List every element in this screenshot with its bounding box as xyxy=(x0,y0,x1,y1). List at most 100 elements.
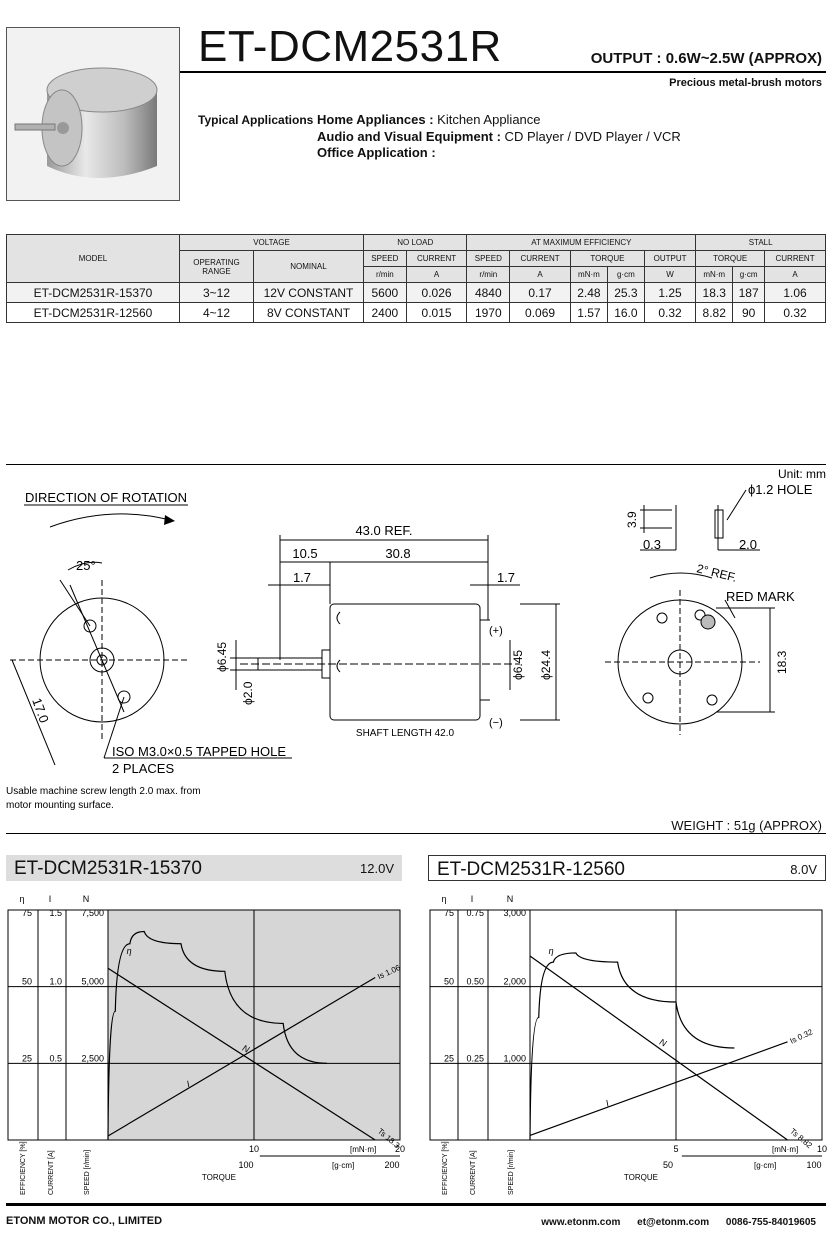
cell: 4840 xyxy=(466,282,511,303)
cell: 8.82 xyxy=(695,302,734,323)
unit-label: Unit: mm xyxy=(778,467,826,481)
x-tick-label: 10 xyxy=(249,1144,259,1154)
cell: 4~12 xyxy=(179,302,254,323)
x-axis-label: TORQUE xyxy=(202,1173,236,1182)
dim-43-ref: 43.0 REF. xyxy=(355,523,412,538)
unit: g·cm xyxy=(606,266,645,283)
y-axis-label: CURRENT [A] xyxy=(470,1150,477,1195)
ref-2deg: 2° REF. xyxy=(695,561,738,584)
col-current: CURRENT xyxy=(764,250,826,267)
title-rule xyxy=(180,71,826,73)
col-torque: TORQUE xyxy=(695,250,766,267)
cell: 18.3 xyxy=(695,282,734,303)
unit: mN·m xyxy=(569,266,608,283)
chart-title: ET-DCM2531R-15370 xyxy=(14,858,202,879)
phone-number: 0086-755-84019605 xyxy=(725,1217,816,1228)
y-tick-label: 3,000 xyxy=(503,908,526,918)
chart-voltage: 12.0V xyxy=(360,861,394,876)
company-name: ETONM MOTOR CO., LIMITED xyxy=(6,1215,163,1227)
website-link[interactable]: www.etonm.com xyxy=(541,1217,621,1228)
rotation-arrow-icon xyxy=(49,513,171,528)
cell: 0.32 xyxy=(764,302,826,323)
unit: r/min xyxy=(466,266,511,283)
dim-1-7: 1.7 xyxy=(497,570,515,585)
y-axis-label: EFFICIENCY [%] xyxy=(442,1141,449,1195)
cell: 5600 xyxy=(363,282,407,303)
x-tick-label: 200 xyxy=(384,1160,399,1170)
x-tick-label: 20 xyxy=(395,1144,405,1154)
section-divider xyxy=(6,464,826,465)
table-row: ET-DCM2531R-12560 4~12 8V CONSTANT 2400 … xyxy=(6,302,826,323)
y-tick-label: 75 xyxy=(444,908,454,918)
dim-17: 17.0 xyxy=(29,696,52,725)
curve-speed xyxy=(529,955,788,1141)
email-link[interactable]: et@etonm.com xyxy=(637,1217,710,1228)
axis-head: N xyxy=(507,894,514,904)
y-tick-label: 0.5 xyxy=(49,1053,62,1063)
cell: 0.015 xyxy=(405,302,468,323)
label-stall-current: Is 0.32 xyxy=(789,1027,815,1046)
curve-speed xyxy=(107,967,376,1141)
tapped-hole-note: ISO M3.0×0.5 TAPPED HOLE xyxy=(112,744,286,759)
axis-head: η xyxy=(441,894,446,904)
application-line: Audio and Visual Equipment : CD Player /… xyxy=(317,129,681,144)
terminal-minus: (−) xyxy=(489,717,503,729)
hole-1-2: ϕ1.2 HOLE xyxy=(748,482,813,497)
axis-frame xyxy=(429,909,531,1141)
axis-head: I xyxy=(49,894,52,904)
cell: 25.3 xyxy=(606,282,645,303)
cell: ET-DCM2531R-15370 xyxy=(6,282,180,303)
col-speed: SPEED xyxy=(466,250,511,267)
y-tick-label: 2,000 xyxy=(503,977,526,987)
unit: r/min xyxy=(363,266,407,283)
col-torque: TORQUE xyxy=(569,250,645,267)
applications-label: Typical Applications xyxy=(198,113,314,127)
unit: g·cm xyxy=(732,266,766,283)
y-tick-label: 1,000 xyxy=(503,1053,526,1063)
col-current: CURRENT xyxy=(509,250,571,267)
contact-info: www.etonm.com et@etonm.com 0086-755-8401… xyxy=(527,1217,816,1228)
footer-rule xyxy=(6,1203,826,1206)
weight-label: WEIGHT : 51g (APPROX) xyxy=(671,818,822,833)
dimension-drawing: Unit: mm DIRECTION OF ROTATION 25° 17.0 … xyxy=(6,467,826,811)
terminal-plus: (+) xyxy=(489,625,503,637)
x-tick-label: 10 xyxy=(817,1144,827,1154)
x-tick-label: 5 xyxy=(673,1144,678,1154)
spec-table: MODEL VOLTAGE NO LOAD AT MAXIMUM EFFICIE… xyxy=(6,234,826,323)
cell: 1.25 xyxy=(643,282,697,303)
y-tick-label: 75 xyxy=(22,908,32,918)
cell: 90 xyxy=(732,302,766,323)
unit: mN·m xyxy=(695,266,734,283)
col-max-eff: AT MAXIMUM EFFICIENCY xyxy=(466,234,697,251)
label-efficiency: η xyxy=(549,946,554,956)
col-output: OUTPUT xyxy=(643,250,697,267)
y-axis-label: EFFICIENCY [%] xyxy=(20,1141,27,1195)
x-unit: [g·cm] xyxy=(754,1161,776,1170)
cell: 8V CONSTANT xyxy=(253,302,364,323)
dim-6-45: ϕ6.45 xyxy=(215,642,229,672)
unit: W xyxy=(643,266,697,283)
screw-note: motor mounting surface. xyxy=(6,800,114,811)
application-line: Home Appliances : Kitchen Appliance xyxy=(317,112,541,127)
side-view xyxy=(230,535,560,721)
dim-18-3: 18.3 xyxy=(775,650,789,674)
dim-1-7: 1.7 xyxy=(293,570,311,585)
cell: 2.48 xyxy=(569,282,608,303)
x-unit: [mN·m] xyxy=(772,1145,798,1154)
dim-10-5: 10.5 xyxy=(292,546,317,561)
unit: A xyxy=(764,266,826,283)
x-tick-label: 100 xyxy=(806,1160,821,1170)
y-tick-label: 0.50 xyxy=(466,977,484,987)
y-axis-label: SPEED [r/min] xyxy=(84,1150,91,1195)
col-voltage: VOLTAGE xyxy=(179,234,364,251)
dim-3-9: 3.9 xyxy=(625,511,639,528)
cell: 187 xyxy=(732,282,766,303)
cell: 1.06 xyxy=(764,282,826,303)
label-current: I xyxy=(604,1098,611,1108)
dim-24-4: ϕ24.4 xyxy=(539,650,553,680)
cell: 1.57 xyxy=(569,302,608,323)
application-line: Office Application : xyxy=(317,145,436,160)
axis-frame xyxy=(7,909,109,1141)
dim-0-3: 0.3 xyxy=(643,537,661,552)
